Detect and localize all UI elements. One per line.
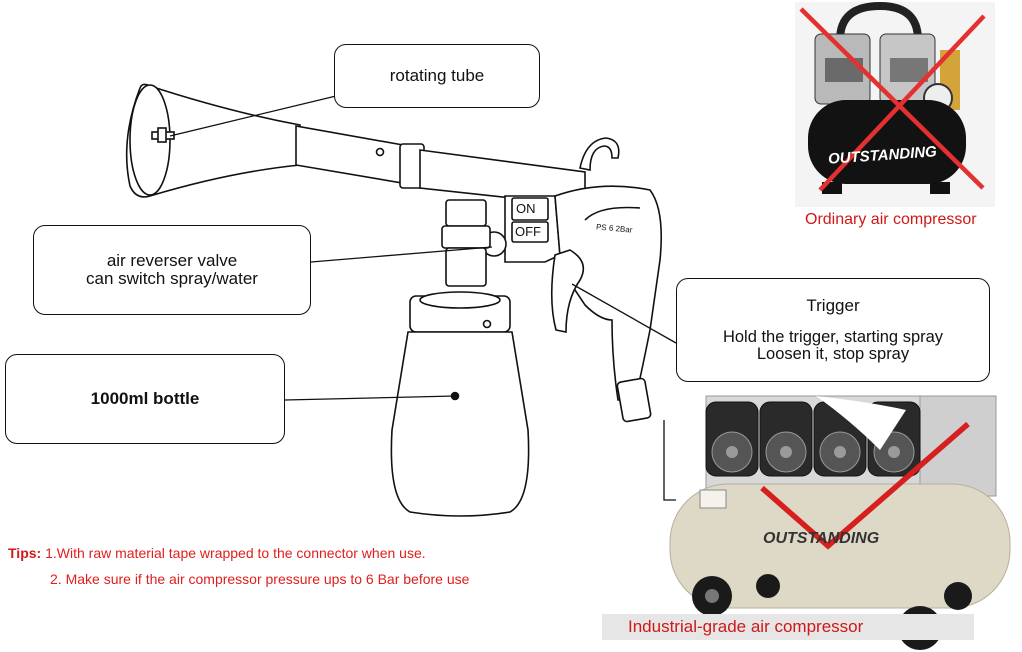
off-label: OFF xyxy=(515,224,541,239)
industrial-caption-background xyxy=(602,614,974,640)
trigger-line-1: Hold the trigger, starting spray xyxy=(722,327,944,346)
tip-1: Tips: 1.With raw material tape wrapped t… xyxy=(8,545,426,561)
bottle-body xyxy=(390,331,530,517)
industrial-compressor xyxy=(669,395,1011,650)
air-valve-callout: air reverser valve can switch spray/wate… xyxy=(33,225,311,315)
spray-gun-drawing xyxy=(125,83,663,517)
industrial-compressor-caption: Industrial-grade air compressor xyxy=(628,617,864,636)
tips-label: Tips: xyxy=(8,545,42,561)
funnel-mouth xyxy=(129,84,171,196)
air-valve-label-1: air reverser valve xyxy=(106,251,238,271)
industrial-brand-label: OUTSTANDING xyxy=(763,530,880,547)
rotating-tube-callout: rotating tube xyxy=(334,44,540,108)
rotating-tube-label: rotating tube xyxy=(389,66,485,86)
on-label: ON xyxy=(516,201,536,216)
ordinary-compressor xyxy=(795,1,995,207)
trigger-title: Trigger xyxy=(806,295,860,315)
trigger-line-2: Loosen it, stop spray xyxy=(756,344,910,363)
air-valve-label-2: can switch spray/water xyxy=(86,269,258,288)
hose-connector xyxy=(616,377,652,423)
bottle-callout: 1000ml bottle xyxy=(5,354,285,444)
trigger-callout: Trigger Hold the trigger, starting spray… xyxy=(676,278,990,382)
tip-1-text: 1.With raw material tape wrapped to the … xyxy=(41,545,426,561)
ordinary-compressor-caption: Ordinary air compressor xyxy=(805,211,977,228)
tip-2: 2. Make sure if the air compressor press… xyxy=(50,571,470,587)
leader-lines xyxy=(169,95,677,501)
gun-hook xyxy=(579,137,620,171)
gun-trigger xyxy=(550,249,585,333)
gun-handle xyxy=(554,185,663,401)
bottle-label: 1000ml bottle xyxy=(90,389,200,409)
